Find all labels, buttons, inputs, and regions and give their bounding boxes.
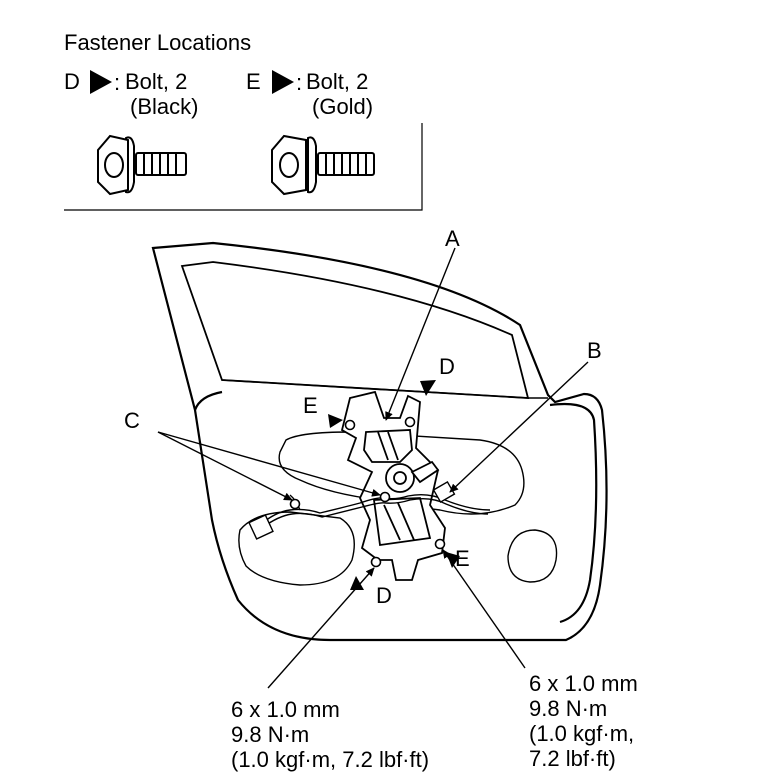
regulator-fasteners (289, 416, 446, 568)
torque-note-right: 6 x 1.0 mm 9.8 N·m (1.0 kgf·m, 7.2 lbf·f… (529, 671, 638, 771)
callout-triangles (328, 380, 460, 590)
fastener-d-type: Bolt, 2 (125, 69, 188, 94)
callout-e-bottom: E (455, 546, 470, 571)
bolt-e-bottom (434, 538, 446, 550)
clip-c-center (379, 491, 391, 503)
callout-d-top: D (439, 354, 455, 379)
torque-left-size: 6 x 1.0 mm (231, 697, 340, 722)
bolt-d-icon (97, 134, 187, 196)
door-panel (151, 241, 608, 642)
fastener-e-letter: E (246, 69, 261, 94)
svg-text::: : (296, 70, 302, 95)
callout-d-bottom: D (376, 583, 392, 608)
triangle-d-bottom (350, 576, 364, 590)
triangle-e-bottom (446, 552, 460, 568)
bolt-e-icon (271, 134, 375, 196)
torque-right-nm: 9.8 N·m (529, 696, 608, 721)
fastener-d-letter: D (64, 69, 80, 94)
clip-c-left (289, 498, 301, 510)
torque-right-size: 6 x 1.0 mm (529, 671, 638, 696)
legend-frame (64, 123, 423, 211)
triangle-marker-e (272, 70, 294, 94)
svg-text::: : (114, 70, 120, 95)
torque-right-other-2: 7.2 lbf·ft) (529, 746, 616, 771)
callout-b: B (587, 338, 602, 363)
wire-harness (248, 480, 491, 540)
torque-note-left: 6 x 1.0 mm 9.8 N·m (1.0 kgf·m, 7.2 lbf·f… (231, 697, 429, 772)
fastener-e-type: Bolt, 2 (306, 69, 369, 94)
torque-left-nm: 9.8 N·m (231, 722, 310, 747)
legend-markers: : : (64, 70, 423, 211)
callout-e-top: E (303, 393, 318, 418)
bolt-e-top (344, 419, 356, 431)
bolt-d-top (404, 416, 416, 428)
bolt-d-bottom (370, 556, 382, 568)
fastener-e-finish: (Gold) (312, 94, 374, 119)
torque-right-other-1: (1.0 kgf·m, (529, 721, 635, 746)
callout-a: A (445, 226, 460, 251)
legend-title: Fastener Locations (64, 30, 252, 55)
triangle-d-top (420, 380, 436, 396)
fastener-d-finish: (Black) (130, 94, 199, 119)
torque-left-other: (1.0 kgf·m, 7.2 lbf·ft) (231, 747, 430, 772)
window-regulator (340, 390, 446, 581)
callout-c: C (124, 408, 140, 433)
triangle-marker-d (90, 70, 112, 94)
window-opening (180, 261, 530, 399)
triangle-e-top (328, 414, 343, 428)
inner-panel-holes (238, 431, 558, 586)
